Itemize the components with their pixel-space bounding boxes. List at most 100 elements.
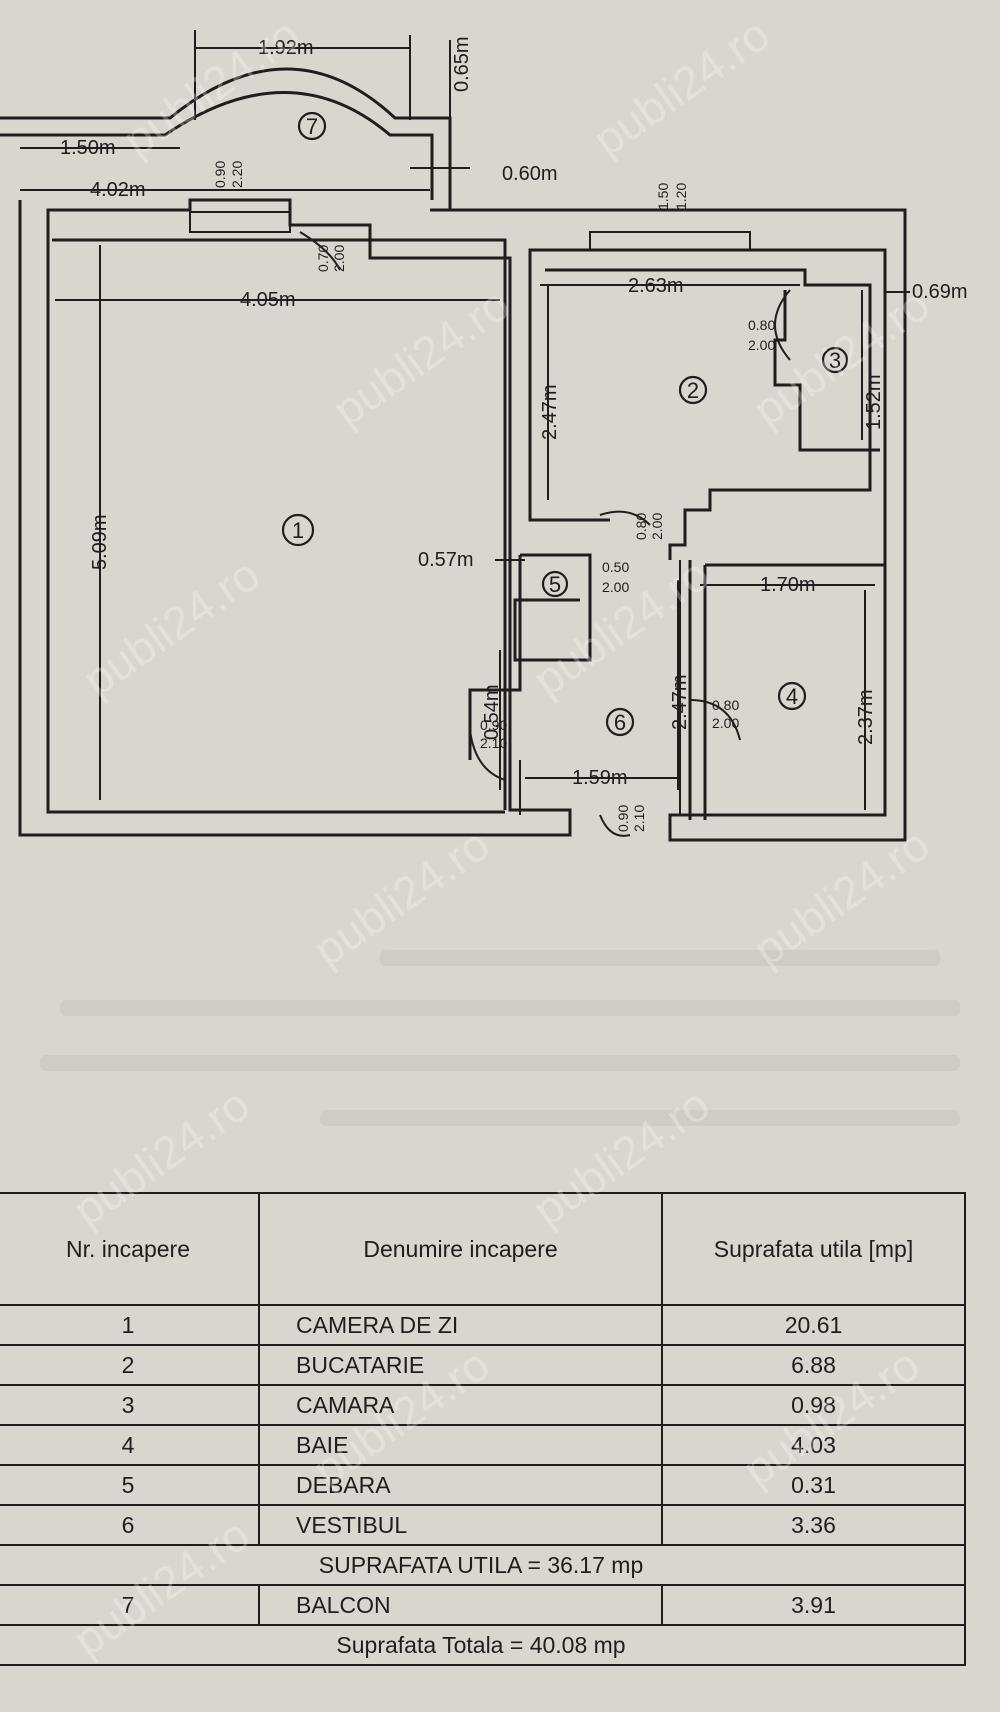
dim-label: 0.69m xyxy=(912,281,968,303)
cell-nr: 5 xyxy=(0,1464,260,1506)
storage-wall xyxy=(468,553,592,760)
dim-label: 2.00 xyxy=(712,715,739,731)
kitchen-outer-wall xyxy=(430,208,907,842)
room-markers: 1 2 3 4 5 6 7 xyxy=(281,111,849,737)
bleed-line xyxy=(380,950,940,966)
dim-label: 0.54m xyxy=(481,684,503,740)
table-row: 2 BUCATARIE 6.88 xyxy=(0,1344,966,1386)
window-kitchen xyxy=(589,231,751,251)
room-marker-2 xyxy=(678,375,708,405)
hallway-walls xyxy=(519,560,681,815)
dim-label: 0.80 xyxy=(712,697,739,713)
useful-total: SUPRAFATA UTILA = 36.17 mp xyxy=(0,1544,966,1586)
dim-label: 0.90 xyxy=(615,805,631,832)
dim-label: 2.47m xyxy=(539,384,561,440)
dim-label: 0.90 xyxy=(212,161,228,188)
table-header-row: Nr. incapere Denumire incapere Suprafata… xyxy=(0,1192,966,1306)
dim-label: 1.92m xyxy=(258,37,314,59)
dim-label: 2.63m xyxy=(628,275,684,297)
table-row: 3 CAMARA 0.98 xyxy=(0,1384,966,1426)
grand-total-row: Suprafata Totala = 40.08 mp xyxy=(0,1624,966,1666)
door-swing-hall xyxy=(469,729,506,781)
cell-nr: 4 xyxy=(0,1424,260,1466)
dim-label: 4.02m xyxy=(90,179,146,201)
cell-area: 20.61 xyxy=(661,1304,966,1346)
cell-nr: 6 xyxy=(0,1504,260,1546)
dim-label: 5.09m xyxy=(89,514,111,570)
room-marker-4 xyxy=(777,681,807,711)
dim-label: 2.00 xyxy=(602,579,629,595)
dim-label: 0.65m xyxy=(451,36,473,92)
dim-label: 2.47m xyxy=(669,674,691,730)
balcony-inner xyxy=(0,91,434,200)
header-nr: Nr. incapere xyxy=(0,1192,260,1306)
room-marker-1 xyxy=(281,513,315,547)
area-table: Nr. incapere Denumire incapere Suprafata… xyxy=(0,1192,966,1666)
room-marker-3-label: 3 xyxy=(829,348,841,373)
door-swing-bathroom xyxy=(689,699,741,741)
cell-name: BUCATARIE xyxy=(258,1344,663,1386)
door-swing-entrance xyxy=(599,814,631,837)
dim-label: 0.70 xyxy=(315,245,331,272)
dim-label: 1.59m xyxy=(572,767,628,789)
dim-label: 1.52m xyxy=(863,374,885,430)
living-room-outer-wall xyxy=(18,198,572,837)
dim-label: 0.80 xyxy=(633,513,649,540)
room-marker-6 xyxy=(605,707,635,737)
bathroom-wall xyxy=(688,560,885,820)
balcony-outline xyxy=(0,67,452,210)
dim-label: 1.70m xyxy=(760,574,816,596)
room-marker-7 xyxy=(297,111,327,141)
cell-name: CAMARA xyxy=(258,1384,663,1426)
grand-total: Suprafata Totala = 40.08 mp xyxy=(0,1624,966,1666)
table-row: 5 DEBARA 0.31 xyxy=(0,1464,966,1506)
dim-label: 0.50 xyxy=(602,559,629,575)
walls xyxy=(0,67,907,842)
cell-name: VESTIBUL xyxy=(258,1504,663,1546)
window-living xyxy=(189,211,291,233)
dim-label: 1.50 xyxy=(655,183,671,210)
cell-area: 6.88 xyxy=(661,1344,966,1386)
room-marker-4-label: 4 xyxy=(786,684,798,709)
cell-nr: 7 xyxy=(0,1584,260,1626)
dimension-labels: 1.92m 0.65m 1.50m 4.02m 0.90 2.20 0.60m … xyxy=(60,36,968,832)
room-marker-3 xyxy=(821,346,849,374)
cell-name: DEBARA xyxy=(258,1464,663,1506)
dim-label: 1.20 xyxy=(673,183,689,210)
bleed-line xyxy=(60,1000,960,1016)
dim-label: 2.37m xyxy=(855,689,877,745)
dim-label: 2.10 xyxy=(631,805,647,832)
door-swing-living xyxy=(299,231,341,271)
table-row: 6 VESTIBUL 3.36 xyxy=(0,1504,966,1546)
table-row: 7 BALCON 3.91 xyxy=(0,1584,966,1626)
cell-area: 3.91 xyxy=(661,1584,966,1626)
door-swing-kitchen xyxy=(599,510,651,526)
door-swing-pantry xyxy=(774,289,791,361)
dim-label: 2.00 xyxy=(748,337,775,353)
room-marker-5 xyxy=(541,570,569,598)
bleed-line xyxy=(320,1110,960,1126)
floor-plan-drawing: 1.92m 0.65m 1.50m 4.02m 0.90 2.20 0.60m … xyxy=(0,30,968,842)
cell-nr: 3 xyxy=(0,1384,260,1426)
pantry-wall xyxy=(773,290,880,452)
floor-plan: 1.92m 0.65m 1.50m 4.02m 0.90 2.20 0.60m … xyxy=(0,30,968,842)
table-row: 4 BAIE 4.03 xyxy=(0,1424,966,1466)
dim-label: 0.90 xyxy=(480,717,507,733)
dim-label: 2.00 xyxy=(331,245,347,272)
cell-nr: 2 xyxy=(0,1344,260,1386)
cell-name: CAMERA DE ZI xyxy=(258,1304,663,1346)
dim-label: 0.80 xyxy=(748,317,775,333)
dim-label: 2.00 xyxy=(649,513,665,540)
dim-label: 1.50m xyxy=(60,137,116,159)
room-marker-2-label: 2 xyxy=(687,378,699,403)
bleed-through-text xyxy=(0,930,1000,1150)
cell-name: BALCON xyxy=(258,1584,663,1626)
cell-area: 3.36 xyxy=(661,1504,966,1546)
table-row: 1 CAMERA DE ZI 20.61 xyxy=(0,1304,966,1346)
dim-label: 2.10 xyxy=(480,735,507,751)
room-marker-7-label: 7 xyxy=(306,114,318,139)
useful-total-row: SUPRAFATA UTILA = 36.17 mp xyxy=(0,1544,966,1586)
cell-area: 0.31 xyxy=(661,1464,966,1506)
living-room-inner-wall xyxy=(52,238,507,810)
dimension-lines xyxy=(20,30,910,837)
